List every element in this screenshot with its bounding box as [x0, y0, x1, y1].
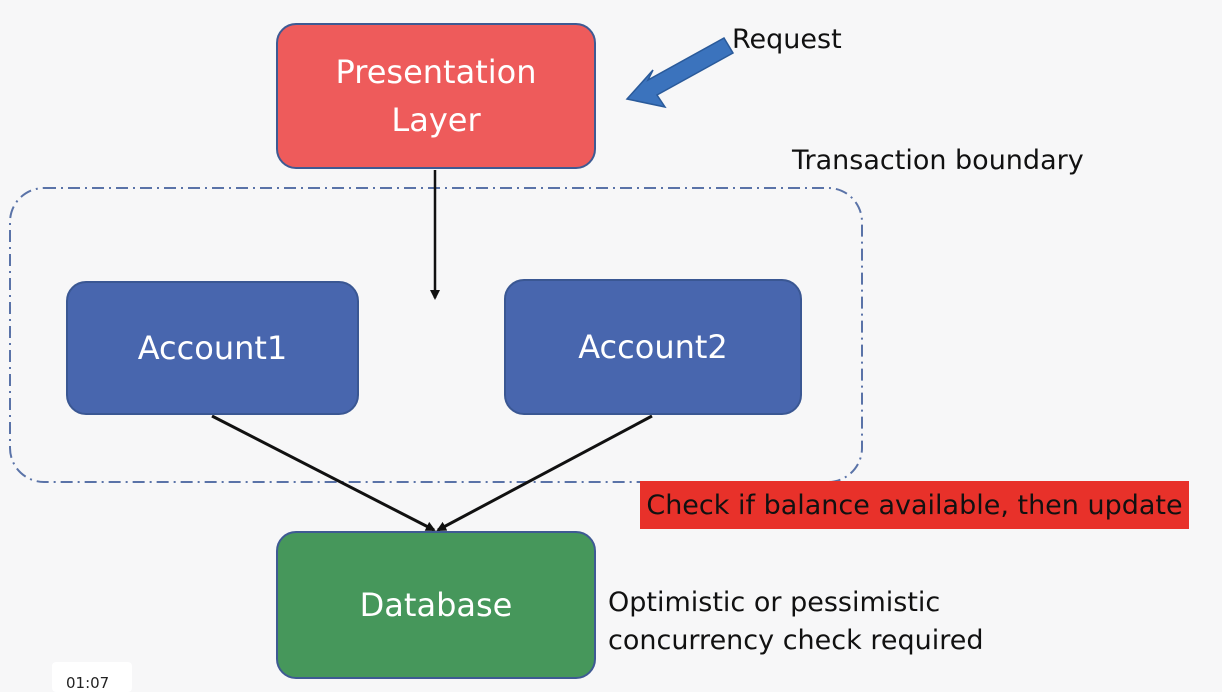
concurrency-line2: concurrency check required — [608, 625, 984, 656]
video-timestamp: 01:07 — [52, 662, 132, 692]
account2-label: Account2 — [578, 328, 728, 366]
database-label: Database — [359, 586, 513, 624]
balance-check-note: Check if balance available, then update — [640, 481, 1189, 529]
balance-check-text: Check if balance available, then update — [646, 489, 1183, 521]
request-arrow-icon — [625, 36, 735, 109]
transaction-boundary-label: Transaction boundary — [792, 145, 1084, 176]
account2-node: Account2 — [504, 279, 802, 415]
database-node: Database — [276, 531, 596, 679]
presentation-line1: Presentation — [335, 53, 537, 91]
presentation-line2: Layer — [391, 101, 481, 139]
concurrency-line1: Optimistic or pessimistic — [608, 587, 941, 618]
account1-node: Account1 — [66, 281, 359, 415]
presentation-layer-node: Presentation Layer — [276, 23, 596, 169]
request-label: Request — [732, 24, 842, 55]
concurrency-note: Optimistic or pessimistic concurrency ch… — [608, 584, 983, 660]
account1-to-database-arrow — [211, 414, 436, 532]
account2-to-database-arrow — [436, 414, 653, 532]
account1-label: Account1 — [137, 329, 288, 367]
